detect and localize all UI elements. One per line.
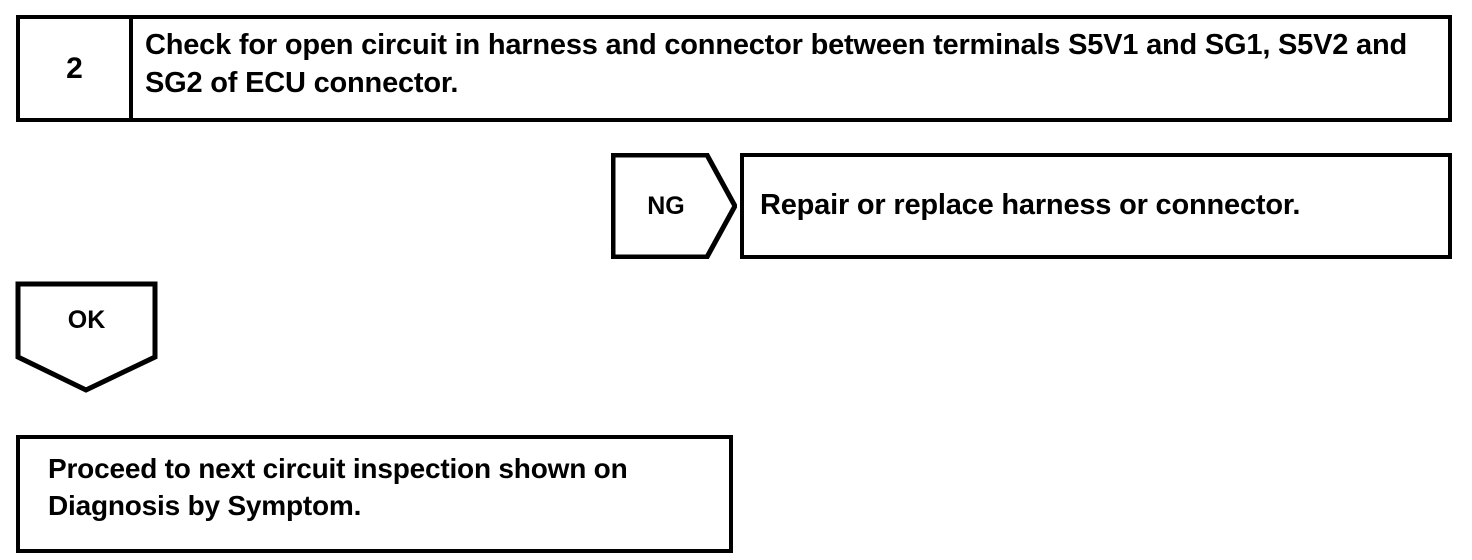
step-instruction-text: Check for open circuit in harness and co… [145, 29, 1407, 99]
step-number: 2 [66, 51, 83, 85]
ok-result-text: Proceed to next circuit inspection shown… [48, 453, 628, 521]
ng-result-box: Repair or replace harness or connector. [740, 153, 1452, 259]
ng-arrow-shape [611, 153, 737, 259]
ng-result-text: Repair or replace harness or connector. [760, 189, 1301, 222]
ok-result-box: Proceed to next circuit inspection shown… [16, 435, 733, 553]
step-instruction-box: 2 Check for open circuit in harness and … [16, 15, 1452, 122]
step-number-cell: 2 [20, 19, 133, 118]
step-text-cell: Check for open circuit in harness and co… [133, 19, 1448, 118]
ng-branch-arrow [611, 153, 737, 259]
ok-arrow-shape [15, 281, 158, 393]
ok-branch-arrow [15, 281, 158, 393]
